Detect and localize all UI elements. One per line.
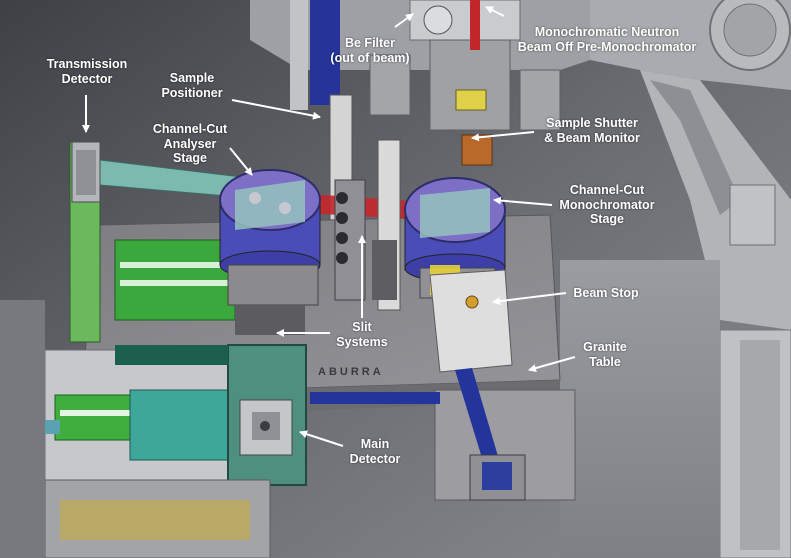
- label-be-filter: Be Filter(out of beam): [330, 36, 410, 65]
- linear-stages: [30, 141, 251, 481]
- main-detector: [115, 344, 307, 486]
- label-beam-stop: Beam Stop: [573, 286, 639, 300]
- table-engraving: ABURRA: [318, 366, 384, 378]
- label-sample-shutter: Sample Shutter& Beam Monitor: [544, 116, 640, 145]
- callout-arrows: [82, 6, 576, 447]
- analyser-stage: [219, 169, 321, 335]
- beam-stop: [429, 269, 513, 373]
- transmission-detector: [71, 141, 101, 203]
- lower-chassis: [0, 300, 271, 558]
- neutron-beam-blue: [310, 368, 526, 501]
- beam-port: [709, 0, 791, 71]
